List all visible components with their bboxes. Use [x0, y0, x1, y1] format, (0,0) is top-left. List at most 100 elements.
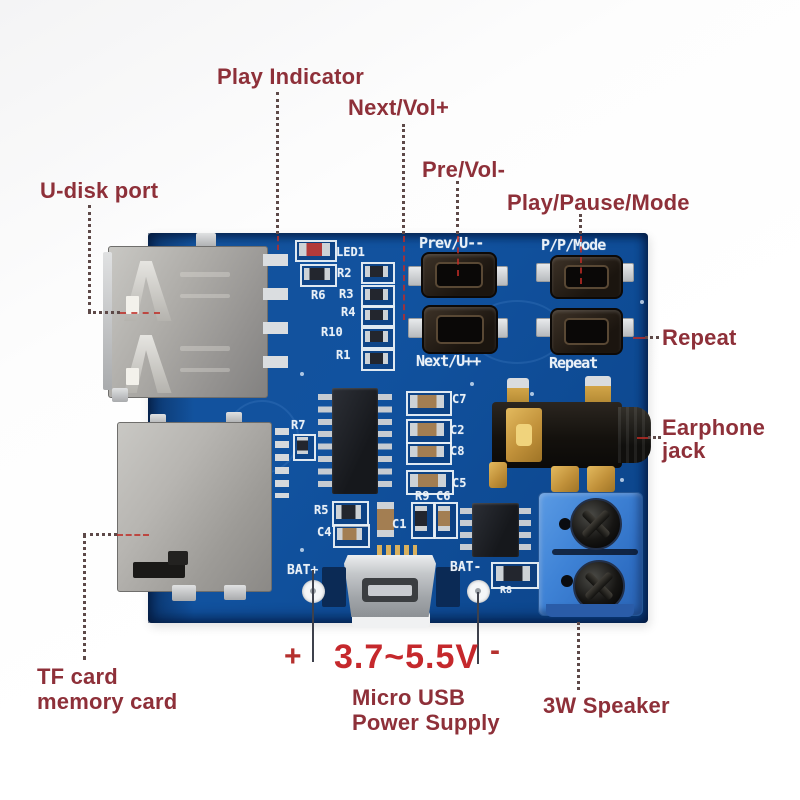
- main-ic-pins-left: [318, 394, 333, 491]
- r7-component: [297, 437, 308, 454]
- resistor-component: [365, 266, 388, 277]
- usb-spring-window: [126, 296, 139, 314]
- button-core: [564, 265, 609, 289]
- label-u-disk-port: U-disk port: [40, 178, 159, 203]
- silkscreen-r1: R1: [336, 348, 351, 362]
- earphone-leader-tip: [637, 437, 648, 439]
- next-vol-leader-tip: [403, 236, 405, 320]
- silkscreen-c2: C2: [450, 423, 465, 437]
- silkscreen-c4: C4: [317, 525, 332, 539]
- usb-ridge: [180, 294, 230, 298]
- label-tf-card-line2: memory card: [37, 689, 178, 714]
- silkscreen-r6: R6: [311, 288, 326, 302]
- silkscreen-r2: R2: [337, 266, 352, 280]
- usb-spring-window: [126, 368, 139, 385]
- button-core: [435, 262, 483, 288]
- u-disk-leader-tip: [120, 312, 160, 314]
- led1-component: [299, 243, 330, 256]
- terminal-wire-hole: [561, 575, 573, 587]
- play-pause-mode-leader-tip: [580, 236, 582, 284]
- silkscreen-prev-button: Prev/U--: [419, 234, 484, 252]
- tf-leader-vertical: [83, 534, 86, 660]
- via: [530, 392, 534, 396]
- silkscreen-bat-plus: BAT+: [287, 563, 319, 578]
- resistor-component: [365, 331, 388, 342]
- bat-plus-leader: [312, 570, 314, 662]
- dark-pad: [322, 567, 346, 607]
- silkscreen-c1: C1: [392, 517, 407, 531]
- silkscreen-r10: R10: [321, 325, 343, 339]
- repeat-leader-tip: [633, 337, 645, 339]
- terminal-bottom-lip: [546, 604, 634, 617]
- c1-component: [377, 502, 394, 537]
- terminal-wire-hole: [559, 518, 571, 530]
- silkscreen-repeat-button: Repeat: [549, 354, 598, 372]
- c7-component: [410, 395, 444, 408]
- usb-pins: [263, 254, 288, 390]
- silkscreen-c6: C6: [436, 489, 451, 503]
- play-pause-mode-leader: [579, 214, 582, 234]
- label-earphone-line2: jack: [662, 438, 706, 463]
- micro-usb-pins: [377, 545, 417, 557]
- label-play-pause-mode: Play/Pause/Mode: [507, 190, 690, 215]
- c4-component: [337, 528, 362, 540]
- repeat-button: [550, 308, 623, 355]
- speaker-leader: [577, 622, 580, 690]
- resistor-component: [365, 289, 388, 300]
- terminal-screw: [570, 498, 622, 550]
- bat-minus-leader: [477, 592, 479, 664]
- usb-ridge: [180, 368, 230, 372]
- amp-ic-pins-right: [518, 508, 531, 554]
- solder-tab: [172, 585, 196, 601]
- next-vol-leader: [402, 124, 405, 234]
- solder-tab: [196, 233, 216, 248]
- c2-component: [410, 423, 444, 436]
- terminal-divider: [552, 549, 638, 555]
- earphone-gold-highlight: [516, 424, 532, 446]
- amp-ic-pins-left: [460, 508, 473, 554]
- silkscreen-next-button: Next/U++: [416, 352, 481, 370]
- solder-tab: [112, 388, 128, 402]
- solder-tab: [224, 585, 246, 600]
- earphone-pin: [587, 466, 615, 492]
- earphone-leader: [648, 436, 661, 439]
- c8-component: [410, 446, 444, 457]
- play-indicator-leader: [276, 92, 279, 234]
- label-plus-sign: +: [284, 640, 302, 673]
- main-ic-pins-right: [377, 394, 392, 491]
- silkscreen-mode-button: P/P/Mode: [541, 236, 606, 254]
- label-micro-usb-line2: Power Supply: [352, 710, 500, 735]
- label-3w-speaker: 3W Speaker: [543, 693, 670, 718]
- label-earphone-line1: Earphone: [662, 415, 766, 440]
- label-play-indicator: Play Indicator: [217, 64, 365, 89]
- silkscreen-c8: C8: [450, 444, 465, 458]
- via: [620, 478, 624, 482]
- button-core: [436, 315, 484, 344]
- resistor-component: [365, 353, 388, 364]
- label-tf-card-line1: TF card: [37, 664, 118, 689]
- dark-pad: [436, 567, 460, 607]
- via: [470, 382, 474, 386]
- via: [640, 300, 644, 304]
- c5-component: [410, 474, 446, 487]
- r8-component: [496, 566, 530, 581]
- tf-pins: [275, 428, 289, 498]
- bat-minus-pad: [467, 580, 490, 603]
- tf-leader-tip: [117, 534, 149, 536]
- label-repeat: Repeat: [662, 325, 737, 350]
- r9-component: [415, 506, 427, 531]
- play-indicator-leader-tip: [277, 236, 279, 250]
- pre-vol-leader-tip: [457, 236, 459, 276]
- earphone-pin: [551, 466, 579, 492]
- silkscreen-r5: R5: [314, 503, 329, 517]
- tf-leader-horizontal: [83, 533, 117, 536]
- u-disk-leader-vertical: [88, 205, 91, 312]
- r2-component: [304, 268, 330, 280]
- silkscreen-r8: R8: [500, 585, 513, 596]
- repeat-leader: [645, 336, 659, 339]
- tf-eject-lever: [133, 562, 185, 578]
- label-voltage: 3.7~5.5V: [334, 638, 480, 676]
- label-next-vol: Next/Vol+: [348, 95, 450, 120]
- silkscreen-c5: C5: [452, 476, 467, 490]
